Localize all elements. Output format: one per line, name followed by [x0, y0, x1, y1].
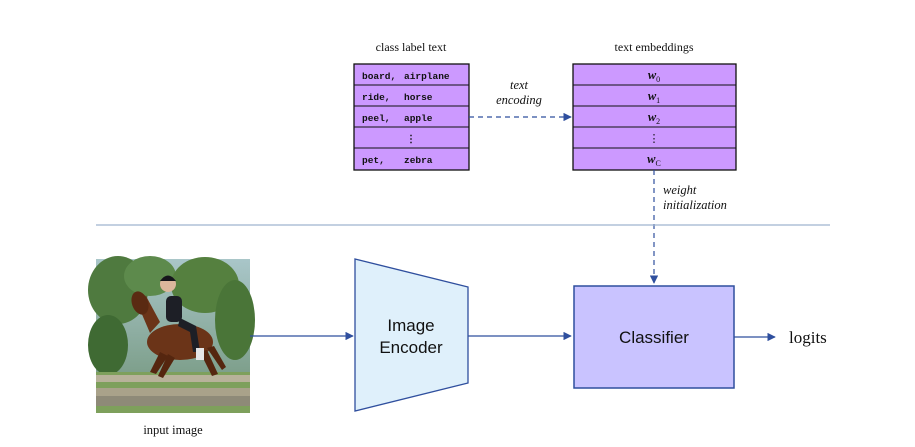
embedding-row: w1	[648, 89, 660, 105]
embeddings-table: w0 w1 w2 ⋮ wC	[572, 63, 737, 171]
input-image-caption: input image	[143, 423, 203, 437]
classifier-label: Classifier	[619, 328, 689, 347]
classifier-block	[573, 285, 735, 389]
class-label-row-ellipsis: ⋮	[406, 134, 416, 146]
image-encoder-label: Image	[387, 316, 434, 335]
class-label-table: board,airplane ride,horse peel,apple ⋮ p…	[353, 63, 470, 171]
input-image	[88, 256, 255, 413]
weight-init-label: weight	[663, 183, 697, 197]
class-label-row: pet,zebra	[362, 155, 433, 166]
class-label-row: board,airplane	[362, 71, 450, 82]
embedding-row: wC	[647, 152, 661, 168]
class-label-row: peel,apple	[362, 113, 433, 124]
image-encoder-block	[354, 258, 469, 412]
embedding-row-ellipsis: ⋮	[649, 133, 660, 145]
class-label-row: ride,horse	[362, 92, 433, 103]
weight-init-label: initialization	[663, 198, 727, 212]
embeddings-title: text embeddings	[615, 40, 694, 54]
text-encoding-label: text	[510, 78, 529, 92]
embedding-row: w0	[648, 68, 660, 84]
text-encoding-label: encoding	[496, 93, 542, 107]
image-encoder-label: Encoder	[379, 338, 443, 357]
class-label-title: class label text	[376, 40, 447, 54]
logits-label: logits	[789, 328, 827, 347]
embedding-row: w2	[648, 110, 660, 126]
